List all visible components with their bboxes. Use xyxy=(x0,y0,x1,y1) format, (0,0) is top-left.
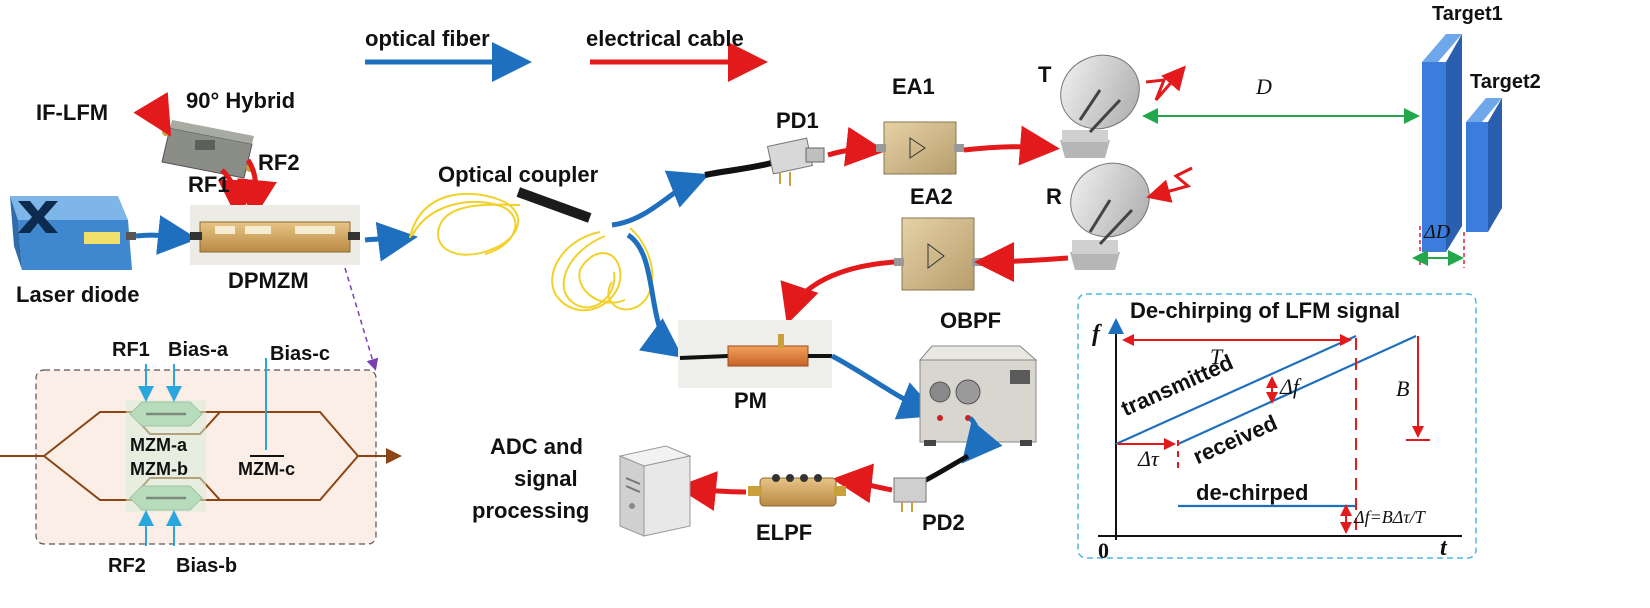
inset-bias-a-label: Bias-a xyxy=(168,339,229,361)
pm-label: PM xyxy=(734,388,767,413)
ea1-device xyxy=(876,121,964,175)
target1-label: Target1 xyxy=(1432,3,1503,25)
inset-rf2-label: RF2 xyxy=(108,555,146,577)
obpf-device xyxy=(918,345,1038,446)
optical-coupler-device xyxy=(409,192,654,312)
pd2-to-elpf-cable xyxy=(832,463,893,504)
receive-antenna xyxy=(1070,162,1150,270)
inset-rf1-label: RF1 xyxy=(112,339,150,361)
transmit-antenna xyxy=(1060,54,1140,158)
target2-block xyxy=(1466,98,1502,232)
r-signal-zigzag xyxy=(1146,166,1193,203)
ea2-label: EA2 xyxy=(910,184,953,209)
if-lfm-label: IF-LFM xyxy=(36,100,109,125)
origin-label: 0 xyxy=(1098,538,1109,563)
ea1-label: EA1 xyxy=(892,74,935,99)
bandwidth-label: B xyxy=(1396,376,1410,401)
elpf-device xyxy=(748,474,846,507)
f-axis-label: f xyxy=(1092,321,1100,347)
inset-bias-b-label: Bias-b xyxy=(176,555,238,577)
pd1-device xyxy=(704,137,825,186)
legend-optical-label: optical fiber xyxy=(365,26,490,51)
laser-diode-label: Laser diode xyxy=(16,282,140,307)
pm-to-obpf-fiber xyxy=(830,353,940,420)
computer-icon xyxy=(618,445,692,537)
delta-d-label: ΔD xyxy=(1424,221,1451,243)
target2-label: Target2 xyxy=(1470,71,1541,93)
elpf-label: ELPF xyxy=(756,520,813,545)
t-axis-label: t xyxy=(1440,535,1447,561)
pd2-label: PD2 xyxy=(922,510,965,535)
coupler-to-pd1-fiber xyxy=(611,170,710,228)
inset-bias-c-label: Bias-c xyxy=(270,343,331,365)
dpmzm-to-coupler-fiber xyxy=(364,221,418,262)
elpf-to-adc-cable xyxy=(676,471,747,511)
laser-to-dpmzm-fiber xyxy=(135,215,198,255)
r-to-ea2-cable xyxy=(974,241,1069,282)
pd1-to-ea1-cable xyxy=(827,126,886,167)
dechirped-label: de-chirped xyxy=(1196,480,1309,505)
mzm-label-panel xyxy=(126,400,206,512)
pd2-device xyxy=(893,453,970,512)
hybrid-coupler-device xyxy=(161,120,254,179)
coupler-to-pm-fiber xyxy=(626,232,684,358)
dpmzm-label: DPMZM xyxy=(228,268,309,293)
dechirp-formula: Δf=BΔτ/T xyxy=(1354,507,1425,527)
inset-mzm-c-label: MZM-c xyxy=(238,459,295,479)
r-antenna-label: R xyxy=(1046,184,1062,209)
t-antenna-label: T xyxy=(1038,62,1052,87)
rf2-label: RF2 xyxy=(258,150,300,175)
distance-label: D xyxy=(1256,74,1272,99)
laser-diode-device xyxy=(10,196,136,270)
optical-coupler-label: Optical coupler xyxy=(438,162,599,187)
received-line xyxy=(1177,334,1417,446)
hybrid-label: 90° Hybrid xyxy=(186,88,296,113)
transmitted-line xyxy=(1115,334,1357,446)
delta-tau-label: Δτ xyxy=(1138,446,1159,471)
dechirp-title: De-chirping of LFM signal xyxy=(1130,298,1401,323)
delta-f-label: Δf xyxy=(1280,374,1300,399)
adc-label-line3: processing xyxy=(472,498,590,523)
period-label: T xyxy=(1210,344,1223,369)
inset-pointer xyxy=(344,267,379,371)
coupler-body xyxy=(516,187,592,223)
pd1-label: PD1 xyxy=(776,108,819,133)
adc-label-line1: ADC and xyxy=(490,434,583,459)
dpmzm-device xyxy=(190,205,360,265)
legend-electrical-label: electrical cable xyxy=(586,26,744,51)
inset-mzm-a-label: MZM-a xyxy=(130,435,187,455)
adc-label-line2: signal xyxy=(514,466,578,491)
obpf-to-pd2-fiber xyxy=(961,416,1003,464)
t-signal-zigzag xyxy=(1145,65,1186,101)
target1-block xyxy=(1422,34,1462,252)
if-lfm-cable xyxy=(133,91,172,137)
obpf-label: OBPF xyxy=(940,308,1002,333)
rf1-label: RF1 xyxy=(188,172,230,197)
dechirp-box xyxy=(1077,293,1477,559)
ea2-device xyxy=(894,217,982,291)
inset-mzm-b-label: MZM-b xyxy=(130,459,188,479)
pm-device xyxy=(678,320,832,388)
ea2-to-pm-cable xyxy=(780,259,895,325)
ea1-to-t-cable xyxy=(963,125,1060,166)
